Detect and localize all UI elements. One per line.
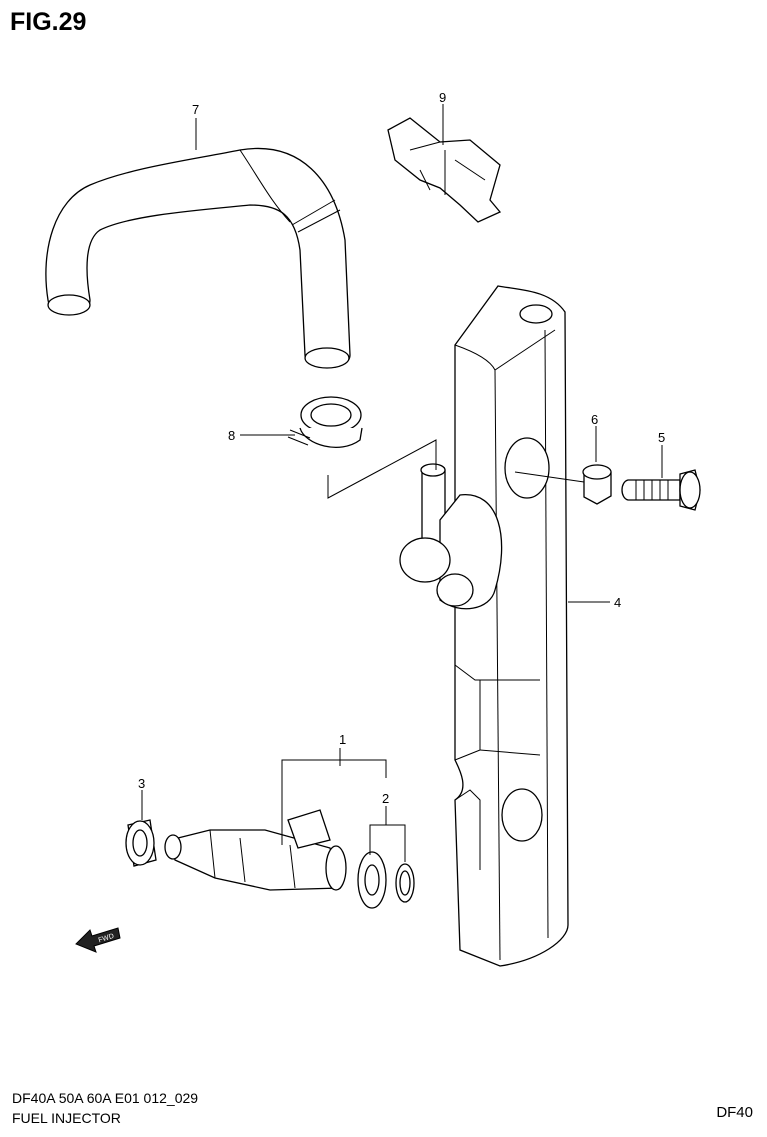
callout-5: 5 xyxy=(658,430,665,445)
collar-part-6 xyxy=(582,464,612,505)
callout-8: 8 xyxy=(228,428,235,443)
leader-lines xyxy=(141,104,663,862)
fuel-injector-part xyxy=(164,809,347,891)
figure-title: FIG.29 xyxy=(10,8,87,36)
callout-4: 4 xyxy=(614,595,621,610)
bolt-part-5 xyxy=(621,469,701,511)
o-ring-part-2a xyxy=(357,851,387,909)
forward-arrow-icon: FWD xyxy=(75,927,121,953)
o-ring-part-2b xyxy=(395,863,415,903)
callout-9: 9 xyxy=(439,90,446,105)
callout-3: 3 xyxy=(138,776,145,791)
hose-clamp-part-9 xyxy=(387,117,502,223)
fuel-hose-part xyxy=(45,147,351,369)
figure-name: FUEL INJECTOR xyxy=(12,1110,121,1126)
callout-2: 2 xyxy=(382,791,389,806)
callout-1: 1 xyxy=(339,732,346,747)
fuel-delivery-pipe-part xyxy=(399,285,569,967)
callout-7: 7 xyxy=(192,102,199,117)
model-code: DF40A 50A 60A E01 012_029 xyxy=(12,1090,199,1106)
cushion-part-3 xyxy=(125,819,157,867)
forward-arrow-label: FWD xyxy=(98,933,115,944)
callout-6: 6 xyxy=(591,412,598,427)
engine-code: DF40 xyxy=(716,1104,753,1121)
hose-clip-part-8 xyxy=(287,396,363,448)
